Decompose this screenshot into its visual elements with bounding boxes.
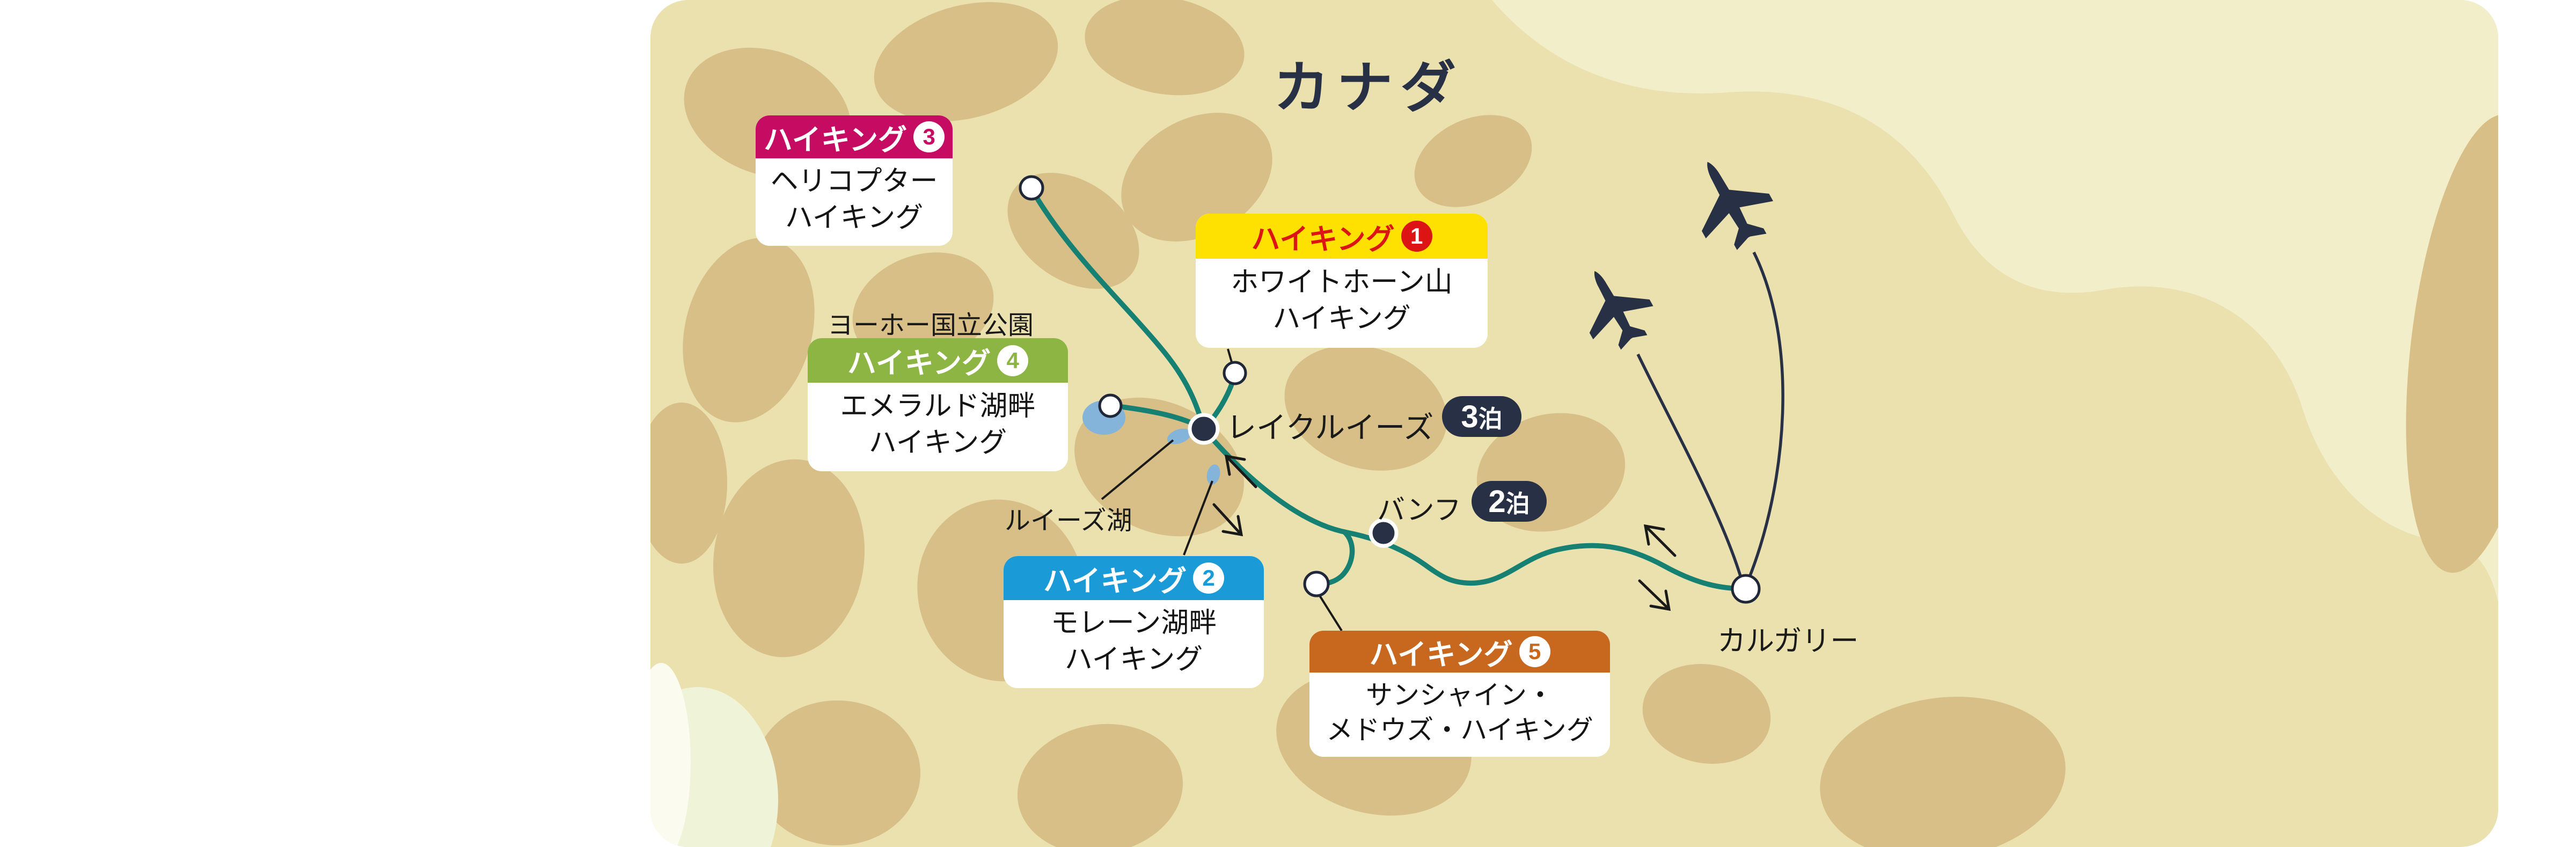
- hiking-label-3-line2: ハイキング: [785, 202, 924, 233]
- stay-unit-banff: 泊: [1505, 490, 1530, 517]
- hiking-label-2-line1: モレーン湖畔: [1050, 608, 1217, 639]
- hiking-label-2-line2: ハイキング: [1064, 644, 1203, 675]
- place-banff: バンフ: [1377, 495, 1462, 526]
- place-yoho-national-park: ヨーホー国立公園: [828, 311, 1034, 340]
- hiking-label-5-line1: サンシャイン・: [1366, 680, 1554, 710]
- hiking-label-2-body: モレーン湖畔 ハイキング: [1004, 600, 1264, 688]
- hiking-label-2-header: ハイキング 2: [1004, 556, 1264, 600]
- hiking-label-4-body: エメラルド湖畔 ハイキング: [808, 383, 1068, 471]
- direction-arrows: [1212, 454, 1677, 611]
- marker-banff: [1368, 518, 1399, 548]
- hiking-label-4: ハイキング 4 エメラルド湖畔 ハイキング: [808, 338, 1068, 471]
- arrow-to-lakelouise: [1224, 454, 1257, 488]
- airplane-icon: [1701, 162, 1773, 250]
- hiking-label-2-title: ハイキング: [1043, 565, 1187, 597]
- route-lakelouise-calgary: [1201, 426, 1748, 592]
- stay-nights-lake-louise: 3: [1461, 399, 1479, 434]
- stay-badge-banff: 2 泊: [1472, 481, 1547, 522]
- marker-calgary: [1731, 574, 1761, 604]
- hiking-label-5-body: サンシャイン・ メドウズ・ハイキング: [1309, 673, 1610, 757]
- hiking-label-4-header: ハイキング 4: [808, 338, 1068, 383]
- hiking-label-1-line2: ハイキング: [1272, 303, 1411, 334]
- hiking-label-1-title: ハイキング: [1251, 223, 1395, 255]
- highlight-region: [1492, 0, 2498, 602]
- hiking-label-1: ハイキング 1 ホワイトホーン山 ハイキング: [1196, 214, 1488, 348]
- marker-lake-louise: [1188, 413, 1220, 445]
- hiking-label-1-body: ホワイトホーン山 ハイキング: [1196, 259, 1488, 348]
- hiking-label-5-title: ハイキング: [1369, 638, 1513, 671]
- hiking-label-3-header: ハイキング 3: [756, 115, 953, 158]
- hiking-label-3-body: ヘリコプター ハイキング: [756, 158, 953, 246]
- hiking-number-2-badge: 2: [1193, 563, 1225, 594]
- place-calgary: カルガリー: [1717, 625, 1859, 657]
- map-title: カナダ: [1273, 54, 1463, 120]
- hiking-number-3-badge: 3: [913, 121, 945, 152]
- hiking-label-5-line2: メドウズ・ハイキング: [1326, 714, 1593, 745]
- hiking-label-4-title: ハイキング: [847, 347, 991, 379]
- hiking-number-4-badge: 4: [997, 345, 1029, 376]
- hiking-number-5-badge: 5: [1519, 636, 1550, 667]
- marker-emerald-hike: [1098, 393, 1123, 418]
- stay-nights-banff: 2: [1488, 484, 1506, 519]
- marker-whitehorn-hike: [1223, 361, 1247, 385]
- leader-moraine: [1183, 480, 1213, 556]
- place-lake-louise: レイクルイーズ: [1226, 411, 1434, 444]
- arrow-to-banff: [1212, 503, 1243, 537]
- stay-unit-lake-louise: 泊: [1478, 405, 1503, 433]
- hiking-label-4-line2: ハイキング: [868, 427, 1007, 458]
- hiking-label-3-title: ハイキング: [763, 123, 908, 156]
- flight-paths: [1636, 251, 1784, 582]
- leader-sunshine: [1317, 592, 1343, 632]
- stay-badge-lake-louise: 3 泊: [1442, 396, 1521, 437]
- airplanes: [1589, 162, 1773, 350]
- leader-lines: [1101, 348, 1343, 632]
- hiking-label-4-line1: エメラルド湖畔: [840, 390, 1036, 422]
- route-markers: [1019, 175, 1761, 604]
- marker-helicopter-hike: [1019, 175, 1044, 201]
- airplane-icon: [1589, 271, 1653, 350]
- pale-valley-patch: [650, 663, 778, 847]
- hiking-label-3-line1: ヘリコプター: [770, 165, 938, 197]
- flight-path-west: [1636, 353, 1744, 582]
- flight-path-east: [1747, 251, 1784, 581]
- hiking-label-3: ハイキング 3 ヘリコプター ハイキング: [756, 115, 953, 246]
- hiking-number-1-badge: 1: [1401, 221, 1432, 252]
- hiking-label-5: ハイキング 5 サンシャイン・ メドウズ・ハイキング: [1309, 631, 1610, 757]
- place-louise-lake: ルイーズ湖: [1005, 507, 1132, 535]
- hiking-label-2: ハイキング 2 モレーン湖畔 ハイキング: [1004, 556, 1264, 688]
- arrow-to-calgary-east: [1638, 579, 1671, 611]
- marker-sunshine-hike: [1303, 571, 1330, 597]
- hiking-label-1-header: ハイキング 1: [1196, 214, 1488, 259]
- route-helicopter-branch: [1029, 186, 1206, 430]
- moraine-lake: [1206, 464, 1220, 485]
- hiking-label-5-header: ハイキング 5: [1309, 631, 1610, 673]
- arrow-to-banff-west: [1643, 524, 1677, 557]
- leader-louise-lake: [1101, 439, 1174, 500]
- hiking-label-1-line1: ホワイトホーン山: [1231, 267, 1453, 298]
